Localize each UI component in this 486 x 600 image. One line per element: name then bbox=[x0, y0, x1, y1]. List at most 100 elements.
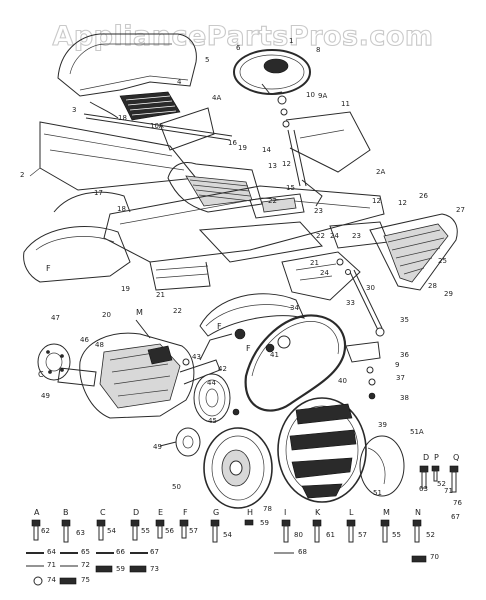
hardware-bolts bbox=[31, 465, 459, 543]
callout-label: 4 bbox=[177, 78, 182, 86]
callout-label: 15 bbox=[286, 184, 295, 192]
callout-label: 19 bbox=[238, 144, 247, 152]
callout-label: D bbox=[133, 508, 139, 517]
callout-label: 9 bbox=[395, 361, 399, 369]
callout-label: H bbox=[247, 508, 253, 517]
callout-label: 59 bbox=[116, 565, 125, 573]
callout-label: 54 bbox=[107, 527, 116, 535]
callout-label: A bbox=[34, 508, 40, 517]
callout-label: 28 bbox=[428, 282, 437, 290]
main-frame bbox=[103, 185, 389, 291]
callout-label: 22 bbox=[173, 307, 182, 315]
callout-label: 24 bbox=[320, 269, 329, 277]
callout-label: M bbox=[136, 308, 143, 317]
callout-label: 6 bbox=[236, 44, 241, 52]
callout-label: 12 bbox=[398, 199, 407, 207]
drive-belt bbox=[244, 314, 347, 412]
callout-label: 26 bbox=[419, 192, 428, 200]
seat-support bbox=[83, 101, 233, 151]
callout-label: 59 bbox=[260, 519, 269, 527]
callout-label: 66 bbox=[116, 548, 125, 556]
callout-label: 62 bbox=[41, 527, 50, 535]
tire bbox=[277, 397, 367, 503]
callout-label: 75 bbox=[81, 576, 90, 584]
callout-label: 63 bbox=[419, 485, 428, 493]
callout-label: 17 bbox=[94, 189, 103, 197]
callout-label: 34 bbox=[290, 304, 299, 312]
drive-bracket bbox=[281, 251, 385, 337]
callout-label: 24 bbox=[330, 232, 339, 240]
callout-label: 42 bbox=[218, 365, 227, 373]
callout-label: 45 bbox=[208, 417, 217, 425]
callout-label: 49 bbox=[41, 392, 50, 400]
callout-label: 21 bbox=[156, 291, 165, 299]
callout-label: 10A bbox=[150, 122, 164, 130]
callout-label: Q bbox=[453, 453, 459, 462]
callout-label: 33 bbox=[346, 299, 355, 307]
callout-label: 16 bbox=[228, 139, 237, 147]
transaxle bbox=[57, 319, 221, 419]
callout-label: 22 bbox=[268, 197, 277, 205]
steering-wheel bbox=[233, 49, 311, 95]
callout-label: K bbox=[315, 508, 321, 517]
callout-label: 39 bbox=[378, 421, 387, 429]
callout-label: N bbox=[415, 508, 421, 517]
callout-label: 76 bbox=[453, 499, 462, 507]
callout-label: 9A bbox=[318, 92, 327, 100]
callout-label: 57 bbox=[358, 531, 367, 539]
callout-label: F bbox=[217, 322, 222, 331]
callout-label: C bbox=[100, 508, 106, 517]
callout-label: 55 bbox=[392, 531, 401, 539]
callout-label: 41 bbox=[270, 351, 279, 359]
shift-lever bbox=[182, 328, 246, 366]
callout-label: D bbox=[423, 453, 429, 462]
callout-label: 2A bbox=[376, 168, 385, 176]
callout-label: 74 bbox=[47, 576, 56, 584]
callout-label: 2 bbox=[20, 171, 24, 179]
callout-label: 5 bbox=[205, 56, 209, 64]
callout-label: 27 bbox=[456, 206, 465, 214]
callout-label: 23 bbox=[314, 207, 323, 215]
callout-label: 71 bbox=[444, 487, 453, 495]
callout-label: 54 bbox=[223, 531, 232, 539]
callout-label: C bbox=[38, 370, 44, 379]
callout-label: 72 bbox=[81, 561, 90, 569]
callout-label: 70 bbox=[430, 553, 439, 561]
callout-label: 56 bbox=[165, 527, 174, 535]
callout-label: 10 bbox=[306, 91, 315, 99]
small-parts bbox=[265, 335, 381, 400]
callout-label: 13 bbox=[268, 162, 277, 170]
callout-label: 19 bbox=[121, 285, 130, 293]
callout-label: 23 bbox=[352, 232, 361, 240]
callout-label: 4A bbox=[212, 94, 221, 102]
callout-label: 55 bbox=[141, 527, 150, 535]
body-panel bbox=[29, 121, 197, 191]
callout-label: P bbox=[434, 453, 439, 462]
callout-label: 80 bbox=[294, 531, 303, 539]
callout-label: 51 bbox=[373, 489, 382, 497]
left-fender bbox=[23, 191, 131, 283]
callout-label: 52 bbox=[437, 480, 446, 488]
callout-label: 47 bbox=[51, 314, 60, 322]
callout-label: 78 bbox=[263, 505, 272, 513]
callout-label: 3 bbox=[72, 106, 76, 114]
callout-label: 29 bbox=[444, 290, 453, 298]
callout-label: B bbox=[63, 508, 69, 517]
callout-label: I bbox=[284, 508, 286, 517]
callout-label: 44 bbox=[207, 379, 216, 387]
callout-label: 22 bbox=[316, 232, 325, 240]
right-hub bbox=[159, 427, 201, 457]
callout-label: 67 bbox=[150, 548, 159, 556]
callout-label: 18 bbox=[118, 114, 127, 122]
callout-label: F bbox=[46, 264, 51, 273]
callout-label: 48 bbox=[95, 341, 104, 349]
footrest-right bbox=[369, 213, 458, 291]
callout-label: 1 bbox=[289, 37, 293, 45]
callout-label: 35 bbox=[400, 316, 409, 324]
callout-label: 61 bbox=[326, 531, 335, 539]
callout-label: 36 bbox=[400, 351, 409, 359]
callout-label: L bbox=[349, 508, 354, 517]
callout-label: 12 bbox=[282, 160, 291, 168]
callout-label: 40 bbox=[338, 377, 347, 385]
